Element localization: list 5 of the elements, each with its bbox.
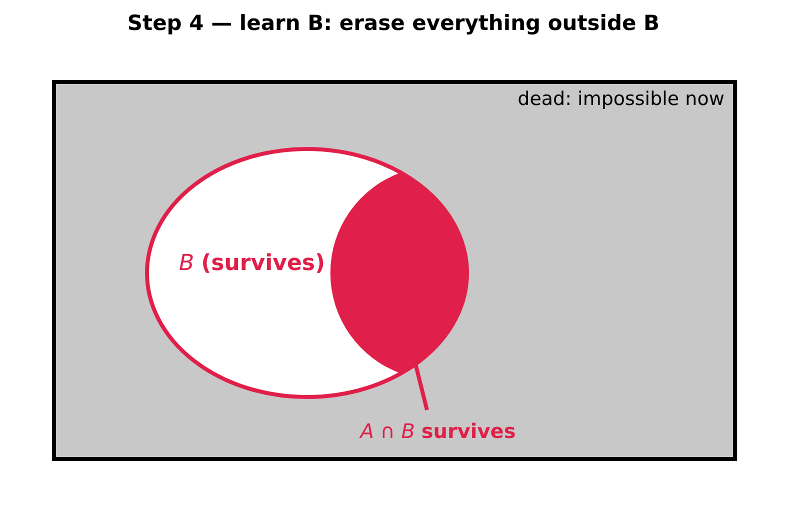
diagram-title: Step 4 — learn B: erase everything outside B <box>126 11 661 35</box>
intersection-label: A ∩ B survives <box>352 416 524 446</box>
set-label: B (survives) <box>178 251 326 278</box>
universe-box <box>52 80 737 461</box>
region-label: dead: impossible now <box>516 88 726 111</box>
